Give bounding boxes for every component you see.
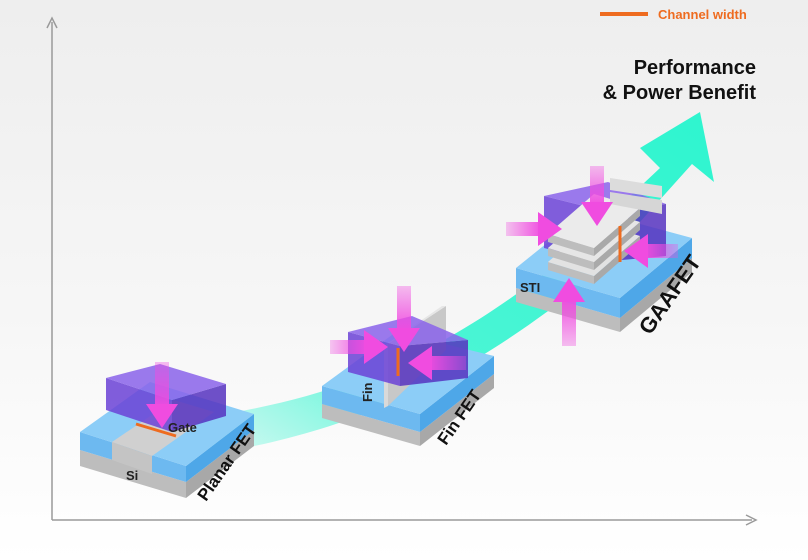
planar-gate-front — [106, 378, 172, 432]
finfet-oxide-side — [420, 356, 494, 432]
axes — [46, 16, 758, 526]
planar-fet: Gate Si Planar FET — [80, 362, 261, 504]
fin-fet: Fin Fin FET — [322, 286, 494, 448]
title-line-1: Performance — [634, 57, 756, 79]
field-arrow-icon — [408, 346, 466, 380]
nanosheet-back — [610, 192, 662, 214]
finfet-substrate-side — [420, 374, 494, 446]
legend: Channel width — [600, 7, 747, 22]
field-arrow-icon — [388, 286, 420, 352]
legend-label: Channel width — [658, 7, 747, 22]
field-arrow-icon — [146, 362, 178, 428]
planar-substrate-side — [186, 430, 254, 498]
planar-oxide-side — [186, 414, 254, 482]
planar-si-strip-front — [112, 442, 152, 474]
y-axis-arrow-icon — [46, 16, 58, 29]
gaafet-substrate-side — [620, 258, 692, 332]
finfet-substrate-front — [322, 404, 420, 446]
x-axis-arrow-icon — [745, 514, 758, 526]
channel-width-swatch — [600, 12, 648, 16]
title-line-2: & Power Benefit — [603, 82, 757, 104]
nanosheet-back — [610, 178, 662, 198]
field-arrow-icon — [506, 212, 562, 246]
fin-label: Fin — [360, 382, 375, 402]
planar-channel — [135, 422, 177, 438]
nanosheet-stack — [548, 194, 640, 284]
field-arrow-icon — [330, 330, 388, 364]
finfet-oxide-front — [322, 386, 420, 432]
field-arrow-icon — [581, 166, 613, 226]
field-arrow-icon — [624, 234, 678, 268]
sti-label: STI — [520, 280, 540, 295]
planar-substrate-front — [80, 450, 186, 498]
field-arrow-icon — [553, 278, 585, 346]
gate-label: Gate — [168, 420, 197, 435]
si-label: Si — [126, 468, 138, 483]
